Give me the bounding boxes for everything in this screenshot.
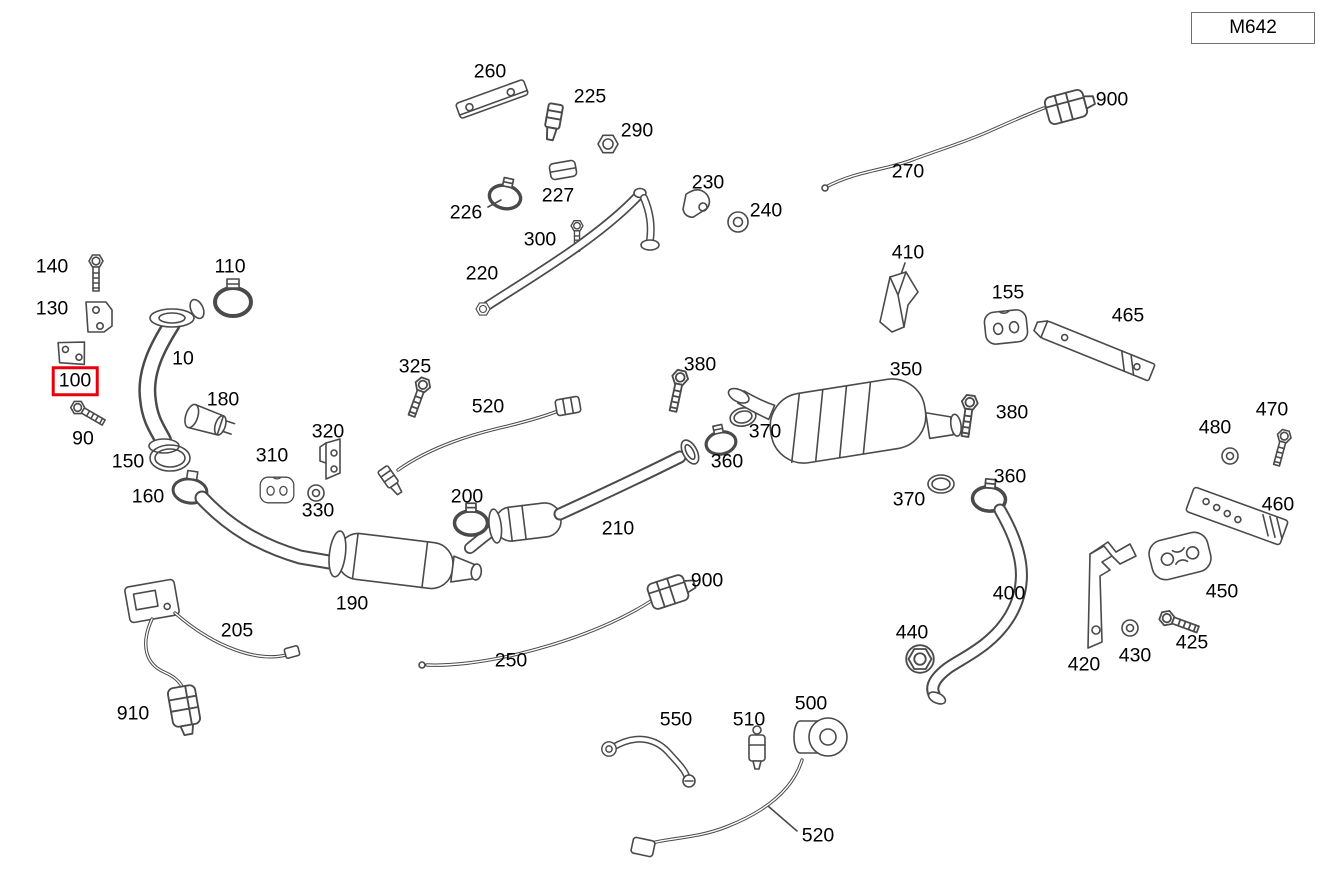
part-label-100[interactable]: 100: [51, 366, 99, 396]
part-label-550[interactable]: 550: [659, 708, 693, 731]
part-label-155[interactable]: 155: [991, 281, 1025, 304]
part-label-150[interactable]: 150: [111, 450, 145, 473]
part-420-bracket: [1087, 541, 1137, 649]
part-label-900-2[interactable]: 900: [690, 569, 724, 592]
diagram-code-box: M642: [1191, 12, 1315, 44]
part-450-rubber-hanger: [1148, 531, 1212, 581]
part-label-226[interactable]: 226: [449, 201, 483, 224]
part-label-460[interactable]: 460: [1261, 493, 1295, 516]
part-label-380-2[interactable]: 380: [995, 401, 1029, 424]
part-label-227[interactable]: 227: [541, 184, 575, 207]
part-210-center-pipe: [488, 439, 700, 544]
part-label-240[interactable]: 240: [749, 199, 783, 222]
part-270-cable: [821, 106, 1046, 192]
part-label-160[interactable]: 160: [131, 485, 165, 508]
part-label-130[interactable]: 130: [35, 297, 69, 320]
part-label-465[interactable]: 465: [1111, 304, 1145, 327]
part-label-90[interactable]: 90: [72, 427, 94, 450]
part-520-cable-bottom: [630, 758, 804, 858]
part-label-370-1[interactable]: 370: [748, 420, 782, 443]
part-label-325[interactable]: 325: [398, 355, 432, 378]
part-label-190[interactable]: 190: [335, 592, 369, 615]
part-label-110[interactable]: 110: [214, 255, 246, 278]
part-520-oxygen-sensor: [376, 395, 582, 498]
part-460-bracket: [1185, 486, 1289, 546]
part-410-shield: [879, 271, 919, 333]
part-label-210[interactable]: 210: [601, 517, 635, 540]
part-160-clamp: [171, 469, 209, 505]
part-label-420[interactable]: 420: [1067, 653, 1101, 676]
part-label-400[interactable]: 400: [992, 582, 1026, 605]
part-label-430[interactable]: 430: [1118, 644, 1152, 667]
part-label-225[interactable]: 225: [573, 85, 607, 108]
part-label-200[interactable]: 200: [450, 485, 484, 508]
part-500-valve: [793, 717, 848, 757]
part-label-290[interactable]: 290: [620, 119, 654, 142]
part-label-10[interactable]: 10: [172, 347, 194, 370]
part-110-clamp: [213, 278, 253, 318]
part-180-stub-pipe: [184, 403, 236, 436]
part-205-sensor-cable: [124, 578, 301, 696]
part-label-230[interactable]: 230: [691, 171, 725, 194]
part-250-cable: [418, 599, 653, 669]
part-label-425[interactable]: 425: [1175, 631, 1209, 654]
part-label-470[interactable]: 470: [1255, 398, 1289, 421]
diagram-code-text: M642: [1229, 17, 1277, 38]
part-label-205[interactable]: 205: [220, 619, 254, 642]
part-label-500[interactable]: 500: [794, 692, 828, 715]
part-465-bracket-rail: [1033, 320, 1156, 382]
part-label-520-1[interactable]: 520: [471, 395, 505, 418]
part-100-gasket: [57, 341, 86, 366]
part-label-330[interactable]: 330: [301, 499, 335, 522]
part-550-pipe: [601, 735, 696, 788]
part-label-360-1[interactable]: 360: [710, 450, 744, 473]
part-150-gasket-ring: [149, 444, 191, 472]
part-label-320[interactable]: 320: [311, 420, 345, 443]
part-label-350[interactable]: 350: [889, 358, 923, 381]
part-label-140[interactable]: 140: [35, 255, 69, 278]
part-510-sensor: [748, 725, 766, 770]
part-label-260[interactable]: 260: [473, 60, 507, 83]
part-label-270[interactable]: 270: [891, 160, 925, 183]
part-130-bracket: [85, 301, 113, 333]
part-220-pipe: [475, 187, 660, 316]
part-label-220[interactable]: 220: [465, 262, 499, 285]
part-350-catalyst: [727, 378, 963, 464]
part-label-180[interactable]: 180: [206, 388, 240, 411]
part-label-480[interactable]: 480: [1198, 416, 1232, 439]
part-label-910[interactable]: 910: [116, 702, 150, 725]
part-260-bracket: [455, 79, 529, 119]
part-label-250[interactable]: 250: [494, 649, 528, 672]
part-320-bracket: [319, 438, 341, 480]
part-190-catalyst: [194, 490, 502, 590]
part-400-tailpipe: [926, 503, 1028, 705]
part-label-310[interactable]: 310: [255, 444, 289, 467]
part-label-900-1[interactable]: 900: [1095, 88, 1129, 111]
part-label-300[interactable]: 300: [523, 228, 557, 251]
part-label-380-1[interactable]: 380: [683, 353, 717, 376]
part-label-520-2[interactable]: 520: [801, 824, 835, 847]
part-label-360-2[interactable]: 360: [993, 465, 1027, 488]
part-240-grommet: [727, 211, 749, 233]
part-230-plate: [682, 189, 711, 219]
part-label-410[interactable]: 410: [891, 241, 925, 264]
part-label-450[interactable]: 450: [1205, 580, 1239, 603]
part-label-510[interactable]: 510: [732, 708, 766, 731]
part-227-clamp: [548, 159, 578, 181]
part-label-370-2[interactable]: 370: [892, 488, 926, 511]
part-label-440[interactable]: 440: [895, 621, 929, 644]
part-440-nut: [905, 644, 935, 674]
